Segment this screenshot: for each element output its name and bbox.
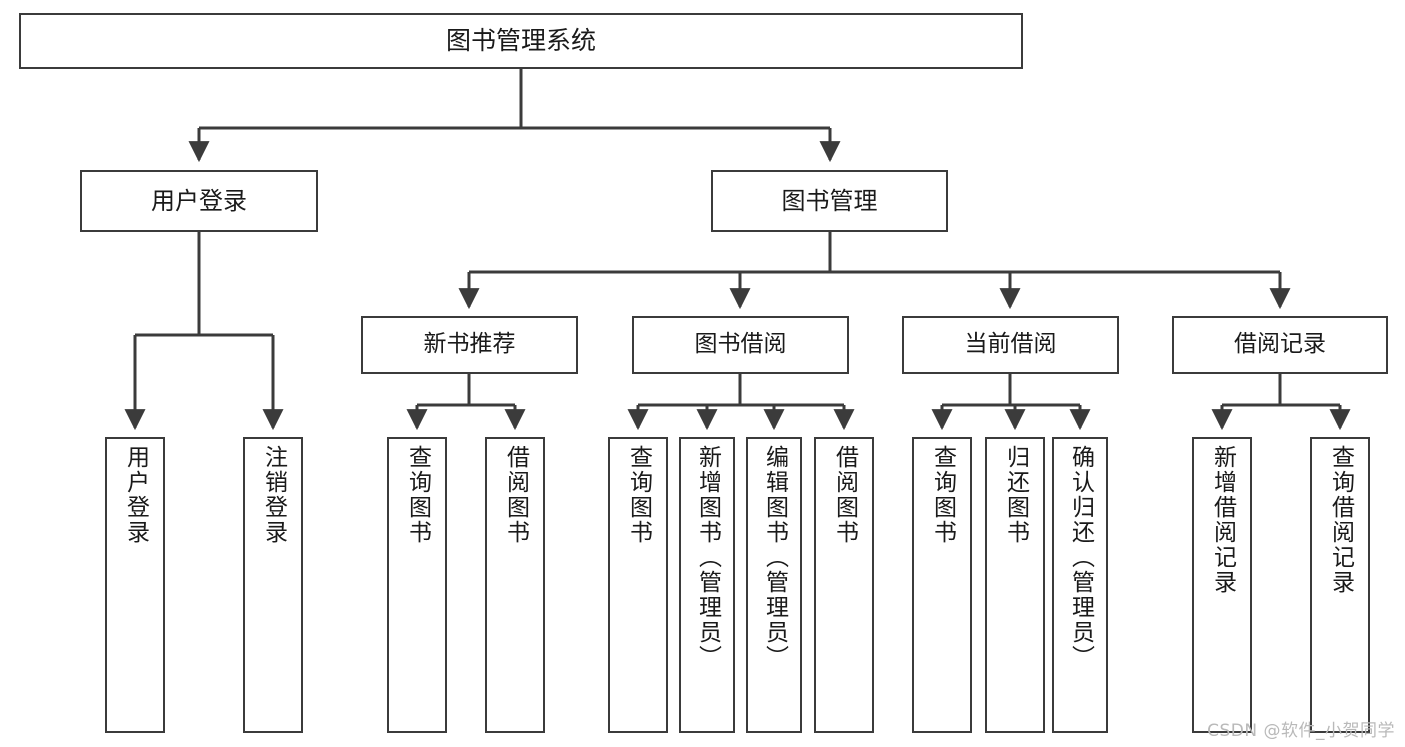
leaf-borrow-book-2[interactable]: 借阅图书 [814,437,874,733]
node-new-book-recommend-label: 新书推荐 [423,331,516,358]
node-current-borrow-label: 当前借阅 [964,331,1057,358]
node-book-manage-label: 图书管理 [781,186,878,215]
leaf-query-record[interactable]: 查询借阅记录 [1310,437,1370,733]
node-root-label: 图书管理系统 [445,26,596,56]
leaf-return-book[interactable]: 归还图书 [985,437,1045,733]
leaf-add-book-label: 新增图书（管理员） [694,445,721,670]
leaf-user-login[interactable]: 用户登录 [105,437,165,733]
leaf-edit-book[interactable]: 编辑图书（管理员） [746,437,802,733]
leaf-query-book-3[interactable]: 查询图书 [912,437,972,733]
node-borrow-record[interactable]: 借阅记录 [1172,316,1388,374]
node-user-login-label: 用户登录 [151,186,247,215]
leaf-query-book-1[interactable]: 查询图书 [387,437,447,733]
leaf-edit-book-label: 编辑图书（管理员） [761,445,788,670]
node-current-borrow[interactable]: 当前借阅 [902,316,1119,374]
leaf-query-book-3-label: 查询图书 [929,445,956,545]
leaf-query-book-2-label: 查询图书 [625,445,652,545]
leaf-borrow-book-1[interactable]: 借阅图书 [485,437,545,733]
leaf-borrow-book-2-label: 借阅图书 [831,445,858,545]
node-book-borrow-label: 图书借阅 [694,331,787,358]
node-book-borrow[interactable]: 图书借阅 [632,316,849,374]
leaf-logout[interactable]: 注销登录 [243,437,303,733]
leaf-return-book-label: 归还图书 [1002,445,1029,545]
leaf-query-record-label: 查询借阅记录 [1327,445,1354,595]
node-user-login[interactable]: 用户登录 [80,170,318,232]
leaf-user-login-label: 用户登录 [122,445,149,545]
leaf-confirm-return-label: 确认归还（管理员） [1067,445,1094,670]
leaf-logout-label: 注销登录 [260,445,287,545]
leaf-query-book-1-label: 查询图书 [404,445,431,545]
leaf-add-record[interactable]: 新增借阅记录 [1192,437,1252,733]
node-new-book-recommend[interactable]: 新书推荐 [361,316,578,374]
leaf-add-book[interactable]: 新增图书（管理员） [679,437,735,733]
leaf-borrow-book-1-label: 借阅图书 [502,445,529,545]
leaf-confirm-return[interactable]: 确认归还（管理员） [1052,437,1108,733]
node-borrow-record-label: 借阅记录 [1234,331,1326,358]
leaf-add-record-label: 新增借阅记录 [1209,445,1236,595]
watermark: CSDN @软件_小贺同学 [1207,721,1395,741]
node-root[interactable]: 图书管理系统 [19,13,1023,69]
leaf-query-book-2[interactable]: 查询图书 [608,437,668,733]
node-book-manage[interactable]: 图书管理 [711,170,948,232]
